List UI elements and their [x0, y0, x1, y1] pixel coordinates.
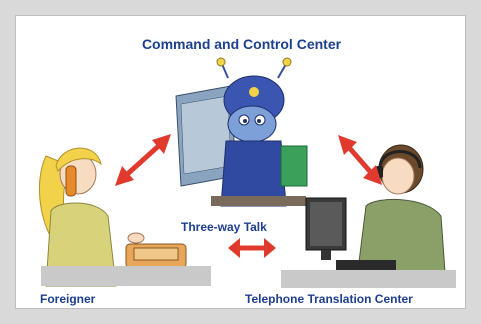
diagram-card: Command and Control Center: [15, 15, 466, 309]
arrow-three-way: [228, 238, 276, 258]
arrow-command-translation: [338, 135, 382, 185]
foreigner-label: Foreigner: [40, 292, 96, 306]
foreigner-figure: [38, 147, 211, 287]
translation-center-figure: [281, 144, 456, 288]
arrow-foreigner-command: [115, 134, 171, 186]
three-way-talk-label: Three-way Talk: [181, 220, 267, 234]
command-center-figure: [175, 57, 308, 207]
diagram-title: Command and Control Center: [141, 36, 342, 52]
translation-center-label: Telephone Translation Center: [245, 292, 413, 306]
illustration: [38, 57, 456, 288]
